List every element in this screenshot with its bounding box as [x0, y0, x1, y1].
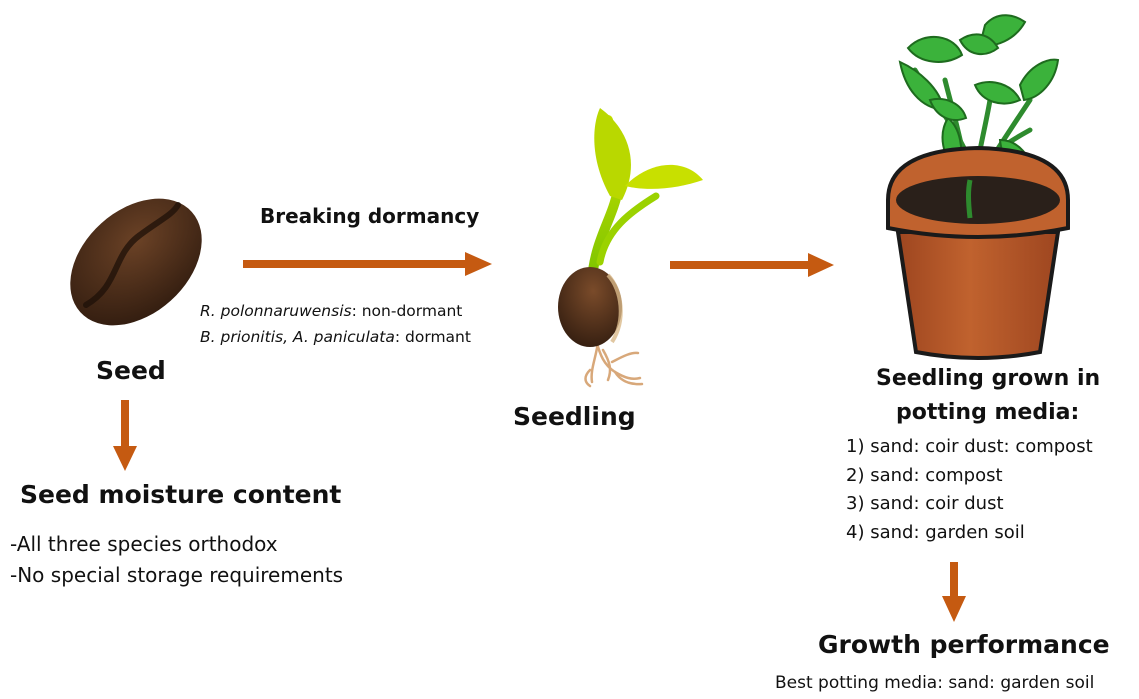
media-item: 4) sand: garden soil [846, 522, 1025, 543]
arrow-potted-growth [942, 562, 966, 622]
media-item: 1) sand: coir dust: compost [846, 436, 1093, 457]
potted-plant-icon [888, 15, 1068, 358]
media-item: 2) sand: compost [846, 465, 1003, 486]
moisture-title: Seed moisture content [20, 480, 341, 509]
sprouting-seedling-icon [558, 108, 703, 386]
growth-title: Growth performance [818, 630, 1110, 659]
arrow-seed-moisture [113, 400, 137, 471]
potted-title-line-1: Seedling grown in [876, 366, 1100, 391]
dormancy-edge-label: Breaking dormancy [260, 204, 479, 228]
moisture-note: -No special storage requirements [10, 563, 343, 587]
arrow-seedling-potted [670, 253, 834, 277]
growth-note: Best potting media: sand: garden soil [775, 673, 1094, 693]
seedling-label: Seedling [513, 402, 636, 431]
species-2-status: : dormant [395, 328, 471, 346]
seed-label: Seed [96, 356, 166, 385]
species-line-2: B. prionitis, A. paniculata: dormant [200, 328, 471, 346]
species-line-1: R. polonnaruwensis: non-dormant [200, 302, 462, 320]
media-item: 3) sand: coir dust [846, 493, 1004, 514]
potted-title-line-2: potting media: [896, 400, 1079, 425]
species-2-name: B. prionitis, A. paniculata [200, 328, 395, 346]
species-1-status: : non-dormant [352, 302, 463, 320]
seed-icon [45, 173, 226, 351]
moisture-note: -All three species orthodox [10, 532, 278, 556]
arrow-dormancy [243, 252, 492, 276]
species-1-name: R. polonnaruwensis [200, 302, 352, 320]
